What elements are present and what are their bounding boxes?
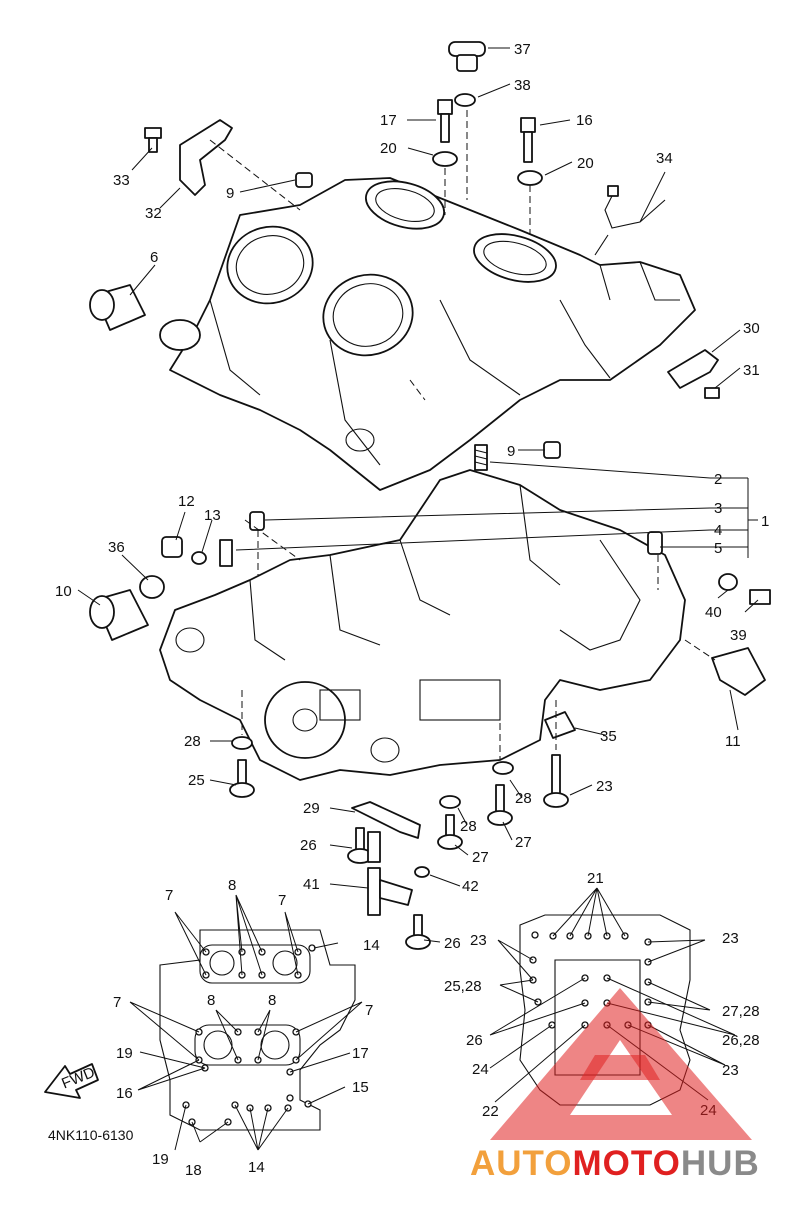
callout-26-b: 26 — [444, 935, 461, 952]
callout-23-c: 23 — [722, 930, 739, 947]
callout-1: 1 — [761, 513, 769, 530]
callout-20: 20 — [380, 140, 397, 157]
callout-22: 22 — [482, 1103, 499, 1120]
leader-lines — [77, 47, 759, 1151]
callout-23: 23 — [596, 778, 613, 795]
callout-29: 29 — [303, 800, 320, 817]
callout-40: 40 — [705, 604, 722, 621]
callout-26: 26 — [300, 837, 317, 854]
callout-35: 35 — [600, 728, 617, 745]
callout-8: 8 — [228, 877, 236, 894]
callout-labels: 37 38 17 16 20 20 34 33 32 9 6 30 31 9 2… — [55, 41, 769, 1179]
callout-34: 34 — [656, 150, 673, 167]
fwd-arrow: FWD — [44, 1063, 99, 1099]
callout-14: 14 — [363, 937, 380, 954]
callout-17-b: 17 — [352, 1045, 369, 1062]
small-parts — [89, 41, 771, 950]
callout-33: 33 — [113, 172, 130, 189]
callout-28-c: 28 — [460, 818, 477, 835]
callout-10: 10 — [55, 583, 72, 600]
watermark-hub: HUB — [681, 1144, 760, 1183]
callout-27-b: 27 — [472, 849, 489, 866]
watermark: AUTOMOTOHUB — [470, 988, 760, 1183]
callout-37: 37 — [514, 41, 531, 58]
callout-14-b: 14 — [248, 1159, 265, 1176]
callout-9-b: 9 — [507, 443, 515, 460]
callout-15: 15 — [352, 1079, 369, 1096]
callout-30: 30 — [743, 320, 760, 337]
callout-25-28: 25,28 — [444, 978, 482, 995]
callout-2: 2 — [714, 471, 722, 488]
callout-31: 31 — [743, 362, 760, 379]
callout-19-b: 19 — [152, 1151, 169, 1168]
callout-7-c: 7 — [113, 994, 121, 1011]
callout-13: 13 — [204, 507, 221, 524]
callout-12: 12 — [178, 493, 195, 510]
callout-18: 18 — [185, 1162, 202, 1179]
callout-16-b: 16 — [116, 1085, 133, 1102]
callout-42: 42 — [462, 878, 479, 895]
callout-39: 39 — [730, 627, 747, 644]
callout-32: 32 — [145, 205, 162, 222]
callout-38: 38 — [514, 77, 531, 94]
watermark-logo-triangle — [490, 988, 752, 1140]
callout-25: 25 — [188, 772, 205, 789]
watermark-moto: MOTO — [573, 1144, 681, 1183]
callout-36: 36 — [108, 539, 125, 556]
callout-21: 21 — [587, 870, 604, 887]
callout-19: 19 — [116, 1045, 133, 1062]
callout-7-b: 7 — [278, 892, 286, 909]
callout-5: 5 — [714, 540, 722, 557]
callout-23-d: 23 — [722, 1062, 739, 1079]
callout-7: 7 — [165, 887, 173, 904]
callout-28: 28 — [184, 733, 201, 750]
callout-17: 17 — [380, 112, 397, 129]
upper-crankcase — [159, 177, 696, 491]
callout-8-c: 8 — [268, 992, 276, 1009]
callout-26-28: 26,28 — [722, 1032, 760, 1049]
callout-26-c: 26 — [466, 1032, 483, 1049]
diagram-code: 4NK110-6130 — [48, 1127, 134, 1143]
lower-crankcase — [159, 469, 686, 781]
assembly-lines — [209, 110, 716, 760]
callout-28-b: 28 — [515, 790, 532, 807]
callout-24: 24 — [472, 1061, 489, 1078]
callout-41: 41 — [303, 876, 320, 893]
callout-11: 11 — [725, 733, 741, 750]
callout-27-28: 27,28 — [722, 1003, 760, 1020]
callout-8-b: 8 — [207, 992, 215, 1009]
callout-3: 3 — [714, 500, 722, 517]
watermark-text: AUTOMOTOHUB — [470, 1144, 760, 1183]
callout-6: 6 — [150, 249, 158, 266]
watermark-auto: AUTO — [470, 1144, 573, 1183]
callout-20-b: 20 — [577, 155, 594, 172]
callout-9: 9 — [226, 185, 234, 202]
callout-27: 27 — [515, 834, 532, 851]
callout-23-b: 23 — [470, 932, 487, 949]
callout-16: 16 — [576, 112, 593, 129]
callout-4: 4 — [714, 522, 722, 539]
callout-7-d: 7 — [365, 1002, 373, 1019]
